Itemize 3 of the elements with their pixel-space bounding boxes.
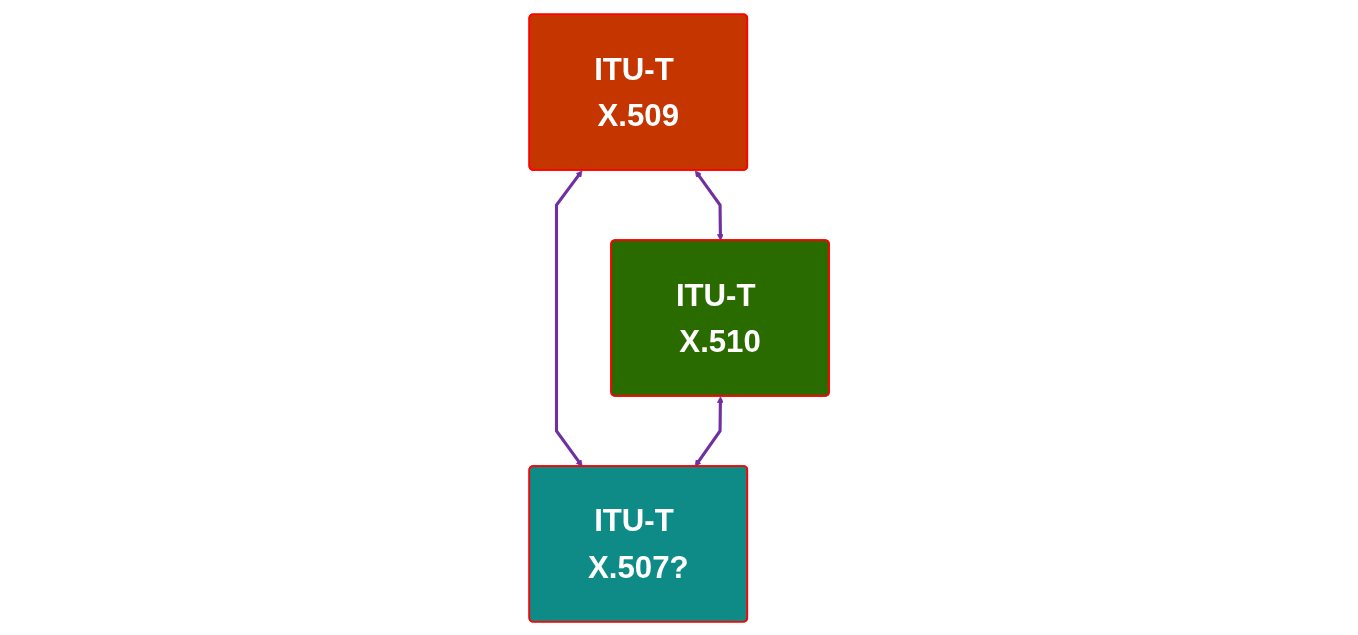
arrow [694, 395, 724, 467]
arrow [694, 169, 724, 241]
arrow [554, 169, 583, 467]
